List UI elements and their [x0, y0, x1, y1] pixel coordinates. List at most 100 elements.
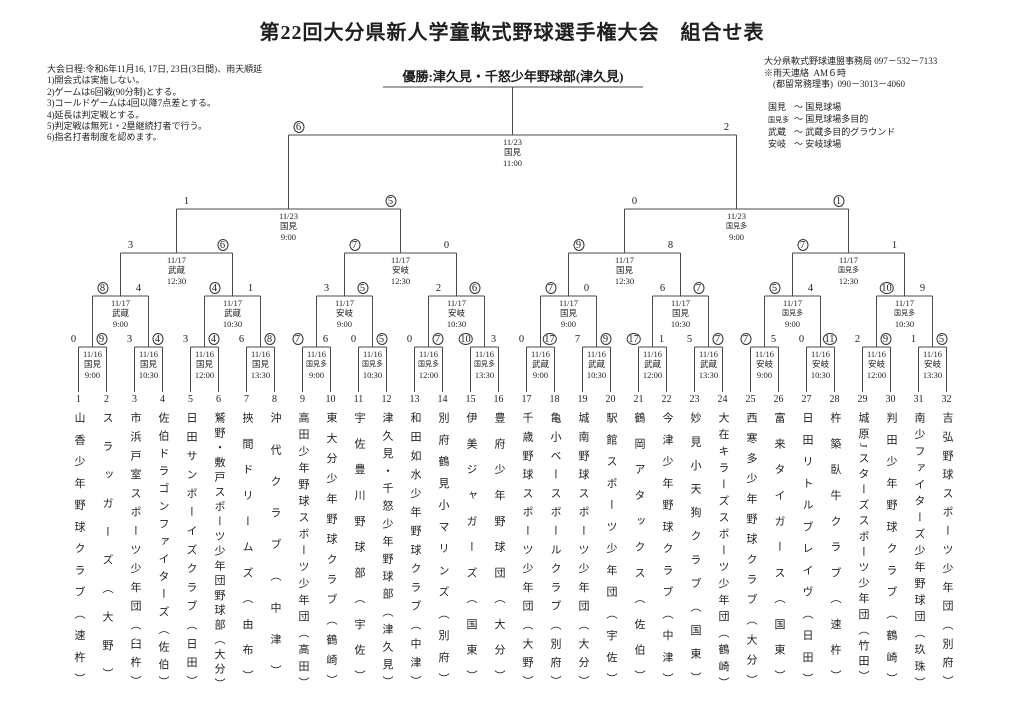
match-venue: 国見多	[474, 360, 495, 369]
note-line: 1)開会式は実施しない。	[47, 75, 145, 86]
match-venue: 安岐	[391, 265, 409, 276]
match-score-winner: 9	[573, 239, 584, 252]
match-time: 10:30	[138, 369, 159, 380]
score-value: 9	[600, 333, 611, 345]
team-number: 23	[689, 394, 700, 405]
score-value: 5	[376, 333, 387, 345]
match-score: 0	[351, 333, 356, 346]
team-name: 日田リトルブレイヴ（日田）	[801, 412, 813, 695]
match-time: 11:00	[502, 157, 523, 168]
match-score: 2	[436, 282, 441, 295]
match-venue: 国見	[615, 265, 633, 276]
match-score-winner: 17	[626, 333, 641, 346]
match-date: 11/23	[502, 137, 523, 147]
match-venue: 国見	[559, 308, 578, 319]
score-value: 4	[209, 282, 220, 294]
match-score: 8	[668, 239, 673, 252]
match-time: 9:00	[112, 318, 129, 329]
team-number: 29	[857, 394, 868, 405]
score-value: 5	[770, 334, 777, 345]
score-value: 5	[686, 334, 693, 345]
match-score: 5	[687, 333, 692, 346]
match-date: 11/16	[474, 349, 495, 359]
score-value: 0	[583, 283, 590, 294]
score-value: 1	[910, 334, 917, 345]
match-date: 11/16	[586, 349, 607, 359]
match-score: 1	[659, 333, 664, 346]
match-date: 11/17	[110, 298, 131, 308]
team-name: 市浜戸室スポーツ少年団（臼杵）	[129, 412, 141, 694]
match-score: 3	[324, 282, 329, 295]
match-score-winner: 7	[712, 333, 723, 346]
team-number: 4	[160, 394, 165, 405]
match-time: 10:30	[362, 369, 383, 380]
match-time: 12:30	[390, 275, 411, 286]
match-venue: 国見	[279, 221, 298, 232]
match-venue: 国見多	[726, 222, 747, 231]
score-value: 6	[238, 334, 245, 345]
match-score: 4	[136, 282, 141, 295]
match-score: 0	[407, 333, 412, 346]
match-time: 9:00	[784, 318, 801, 329]
team-name: 佐伯ドラゴンファイターズ（佐伯）	[157, 412, 169, 694]
match-time: 13:30	[922, 369, 943, 380]
match-time: 13:30	[474, 369, 495, 380]
score-value: 9	[96, 333, 107, 345]
team-name: 日田サンボーイズクラブ（日田）	[185, 412, 197, 694]
match-score: 0	[444, 239, 449, 252]
team-number: 10	[325, 394, 336, 405]
team-name: 宇佐豊川野球部（宇佐）	[353, 412, 365, 696]
venue-abbr: 安岐	[768, 139, 787, 149]
score-value: 7	[432, 333, 443, 345]
match-score-winner: 9	[96, 333, 107, 346]
match-time: 10:30	[586, 369, 607, 380]
score-value: 2	[854, 334, 861, 345]
match-score: 3	[127, 333, 132, 346]
match-score: 7	[575, 333, 580, 346]
match-venue: 安岐	[811, 359, 829, 370]
team-name: 妙見小天狗クラブ（国東）	[689, 412, 701, 696]
team-name: 亀小ベースボールクラブ（別府）	[549, 412, 561, 694]
match-venue: 国見	[83, 359, 102, 370]
match-score-winner: 5	[357, 282, 368, 295]
match-date: 11/17	[614, 255, 635, 265]
match-score-winner: 5	[376, 333, 387, 346]
match-date: 11/16	[530, 349, 551, 359]
score-value: 7	[574, 334, 581, 345]
team-name: 杵築臥牛クラブ（速杵）	[829, 412, 841, 696]
match-date: 11/16	[362, 349, 383, 359]
score-value: 11	[822, 333, 837, 345]
score-value: 4	[152, 333, 163, 345]
team-number: 17	[521, 394, 532, 405]
contact-line: (都留常務理事) 090－3013－4060	[764, 79, 905, 90]
score-value: 3	[490, 334, 497, 345]
score-value: 1	[891, 240, 898, 251]
match-date: 11/17	[222, 298, 243, 308]
venue-legend-row: 国見～ 国見球場	[768, 101, 895, 113]
match-time: 10:30	[446, 318, 467, 329]
match-venue: 武蔵	[643, 359, 661, 370]
match-date: 11/23	[726, 211, 747, 221]
match-score: 3	[128, 239, 133, 252]
score-value: 7	[349, 239, 360, 251]
match-date: 11/16	[810, 349, 831, 359]
match-score-winner: 7	[432, 333, 443, 346]
team-name: 沖代クラブ（中津）	[269, 412, 281, 697]
score-value: 0	[406, 334, 413, 345]
team-name: 伊美ジャガーズ（国東）	[465, 412, 477, 696]
match-time: 9:00	[756, 369, 773, 380]
match-date: 11/16	[418, 349, 439, 359]
score-value: 9	[573, 239, 584, 251]
team-name: 駅館スポーツ少年団（宇佐）	[605, 412, 617, 695]
match-score-winner: 5	[936, 333, 947, 346]
venue-abbr: 武蔵	[768, 127, 787, 137]
